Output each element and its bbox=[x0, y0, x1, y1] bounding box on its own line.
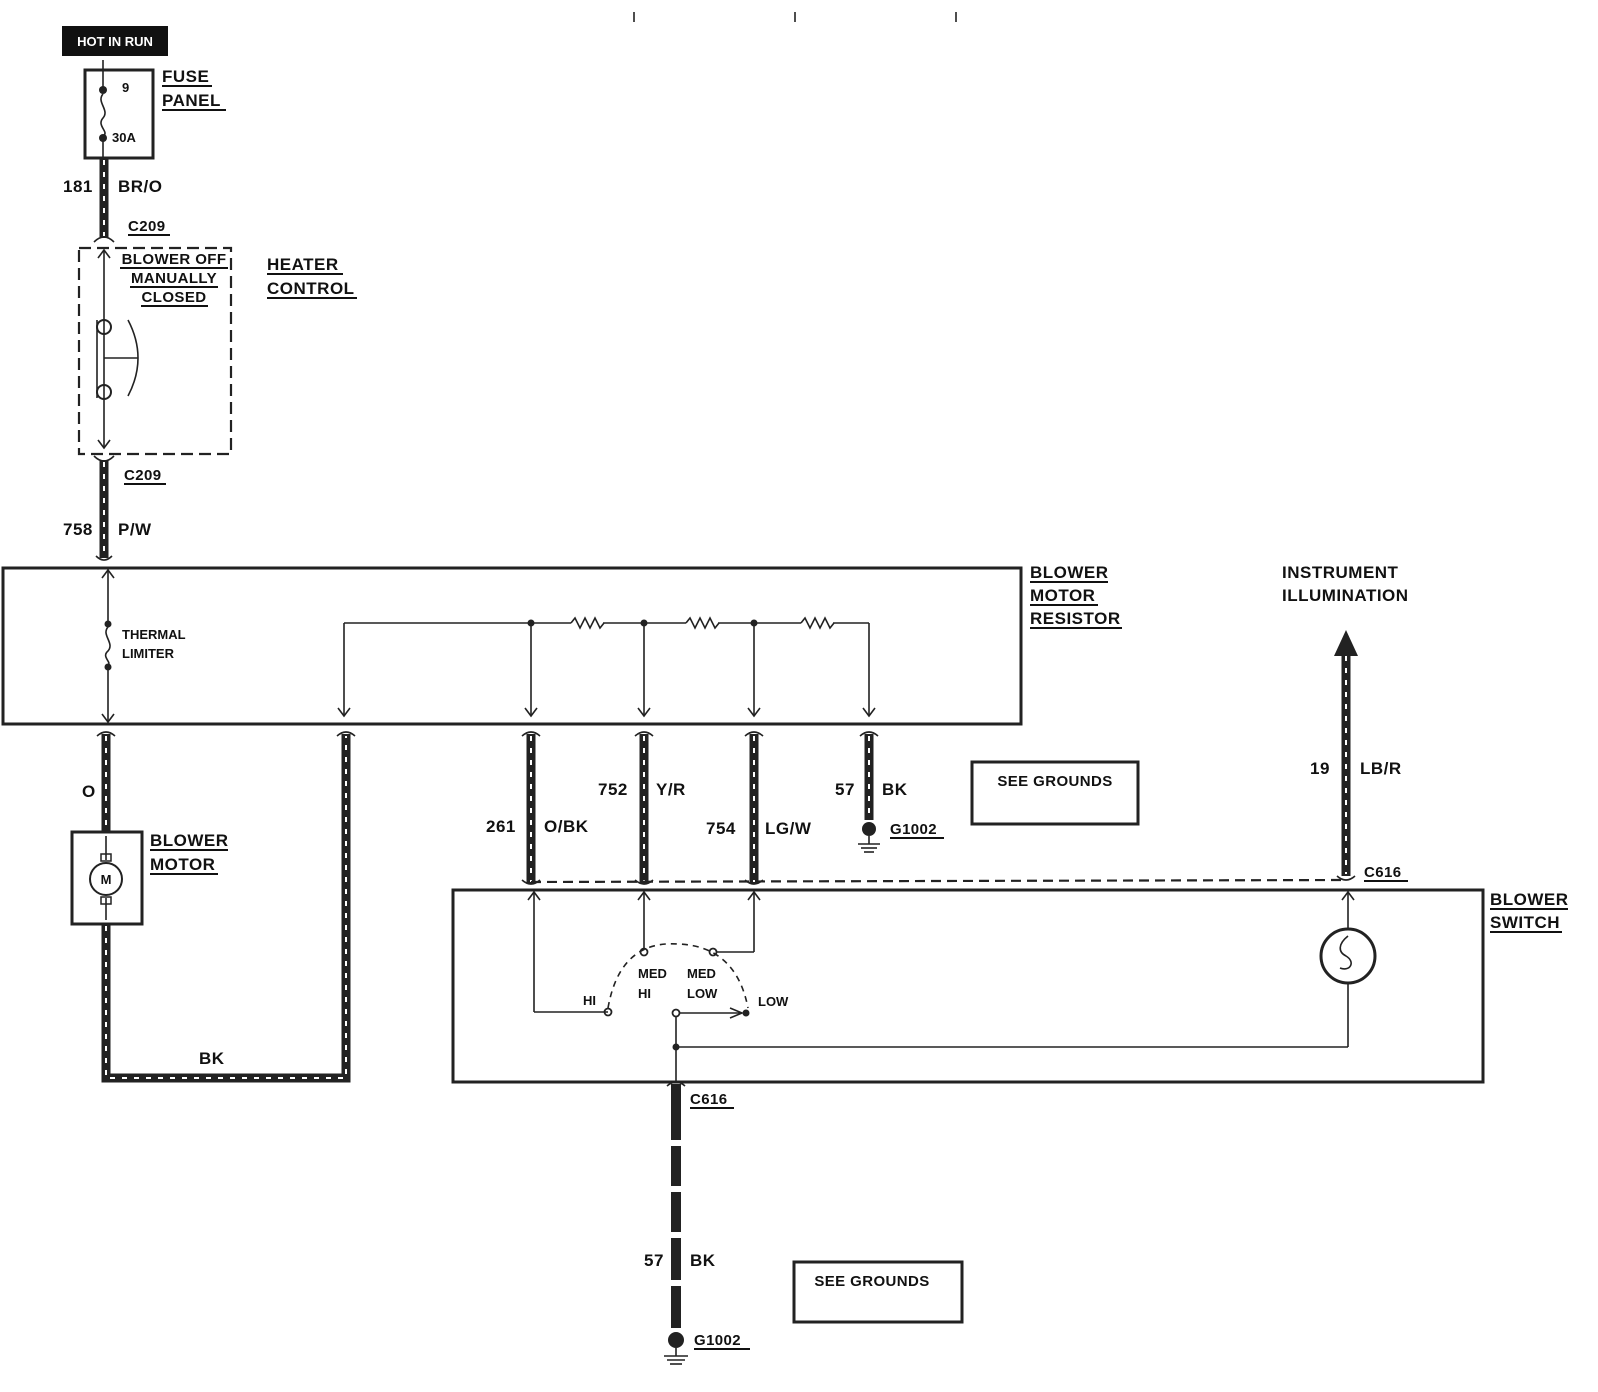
wire-261-circuit: 261 bbox=[486, 817, 516, 836]
resistor-label-3: RESISTOR bbox=[1030, 609, 1121, 628]
c209-top-connector bbox=[93, 236, 115, 243]
switch-pos-med-hi: HI bbox=[638, 986, 651, 1001]
hot-in-run-badge bbox=[62, 26, 168, 56]
switch-note-1: BLOWER OFF bbox=[122, 251, 227, 268]
wire-754-circuit: 754 bbox=[706, 819, 736, 838]
illumination-bulb bbox=[1319, 927, 1377, 985]
wire-758-color: P/W bbox=[118, 520, 152, 539]
switch-actuator bbox=[127, 319, 139, 397]
c209-top-label: C209 bbox=[128, 218, 165, 235]
wire-752-circuit: 752 bbox=[598, 780, 628, 799]
c616-right-label: C616 bbox=[1364, 864, 1401, 881]
blower-switch-label-1: BLOWER bbox=[1490, 890, 1569, 909]
wire-181-color: BR/O bbox=[118, 177, 163, 196]
wire-57-upper-color: BK bbox=[882, 780, 908, 799]
wire-261-color: O/BK bbox=[544, 817, 589, 836]
wire-758-circuit: 758 bbox=[63, 520, 93, 539]
wire-motor-return bbox=[101, 734, 351, 1083]
thermal-limiter-label-1: THERMAL bbox=[122, 627, 186, 642]
wire-57-lower-color: BK bbox=[690, 1251, 716, 1270]
heater-control-label-1: HEATER bbox=[267, 255, 339, 274]
c209-bottom-label: C209 bbox=[124, 467, 161, 484]
switch-terminal-hi bbox=[603, 1007, 613, 1017]
wire-181-circuit: 181 bbox=[63, 177, 93, 196]
resistor-label-1: BLOWER bbox=[1030, 563, 1109, 582]
bulb-filament bbox=[1339, 935, 1352, 970]
wire-19-color: LB/R bbox=[1360, 759, 1402, 778]
resistor-label-2: MOTOR bbox=[1030, 586, 1095, 605]
blower-switch-label-2: SWITCH bbox=[1490, 913, 1560, 932]
c616-bottom-label: C616 bbox=[690, 1091, 727, 1108]
blower-motor-label-2: MOTOR bbox=[150, 855, 215, 874]
switch-note-3: CLOSED bbox=[142, 289, 207, 306]
switch-terminal-low bbox=[742, 1009, 750, 1017]
blower-motor-label-1: BLOWER bbox=[150, 831, 229, 850]
ground-g1002-lower-label: G1002 bbox=[694, 1332, 741, 1349]
fuse-panel-label-1: FUSE bbox=[162, 67, 209, 86]
heater-control-label-2: CONTROL bbox=[267, 279, 355, 298]
motor-symbol-letter: M bbox=[101, 872, 112, 887]
ground-g1002-upper-label: G1002 bbox=[890, 821, 937, 838]
wire-19-circuit: 19 bbox=[1310, 759, 1330, 778]
instrument-illumination-label-1: INSTRUMENT bbox=[1282, 563, 1399, 582]
switch-rotary-arc bbox=[607, 943, 749, 1009]
fuse-number: 9 bbox=[122, 80, 129, 95]
resistor-1 bbox=[570, 616, 605, 630]
motor-feed-color: O bbox=[82, 782, 96, 801]
thermal-limiter-label-2: LIMITER bbox=[122, 646, 175, 661]
see-grounds-upper-label: SEE GROUNDS bbox=[997, 773, 1112, 790]
see-grounds-lower-label: SEE GROUNDS bbox=[814, 1273, 929, 1290]
ground-g1002-lower-eyelet bbox=[668, 1332, 684, 1348]
instrument-illumination-label-2: ILLUMINATION bbox=[1282, 586, 1409, 605]
switch-pos-hi: HI bbox=[583, 993, 596, 1008]
ground-g1002-upper-eyelet bbox=[862, 822, 876, 836]
wire-57-upper-circuit: 57 bbox=[835, 780, 855, 799]
blower-motor-resistor-box bbox=[1, 566, 1023, 726]
fuse-panel-label-2: PANEL bbox=[162, 91, 221, 110]
hot-in-run-label: HOT IN RUN bbox=[77, 34, 153, 49]
see-grounds-lower-box bbox=[792, 1260, 964, 1324]
wire-57-lower-circuit: 57 bbox=[644, 1251, 664, 1270]
c616-connector-line bbox=[530, 878, 1347, 884]
fuse-rating: 30A bbox=[112, 130, 136, 145]
fuse-panel-box bbox=[83, 68, 155, 160]
motor-return-color: BK bbox=[199, 1049, 225, 1068]
see-grounds-upper-box bbox=[970, 760, 1140, 826]
motor-symbol bbox=[89, 862, 123, 896]
wire-752-color: Y/R bbox=[656, 780, 686, 799]
switch-note-2: MANUALLY bbox=[131, 270, 217, 287]
resistor-3 bbox=[800, 616, 835, 630]
wire-754-color: LG/W bbox=[765, 819, 812, 838]
switch-pos-low: LOW bbox=[758, 994, 789, 1009]
switch-wiper-pivot bbox=[671, 1008, 681, 1018]
switch-pos-med-low: LOW bbox=[687, 986, 718, 1001]
fuse-symbol bbox=[100, 93, 106, 137]
blower-switch-box bbox=[451, 888, 1485, 1084]
switch-terminal-med-low bbox=[708, 947, 718, 957]
thermal-limiter-symbol bbox=[104, 626, 111, 666]
resistor-2 bbox=[685, 616, 720, 630]
heater-control-box bbox=[77, 246, 233, 456]
switch-pos-med-2: MED bbox=[687, 966, 716, 981]
switch-pos-med-1: MED bbox=[638, 966, 667, 981]
instrument-illumination-arrow bbox=[1334, 630, 1358, 656]
